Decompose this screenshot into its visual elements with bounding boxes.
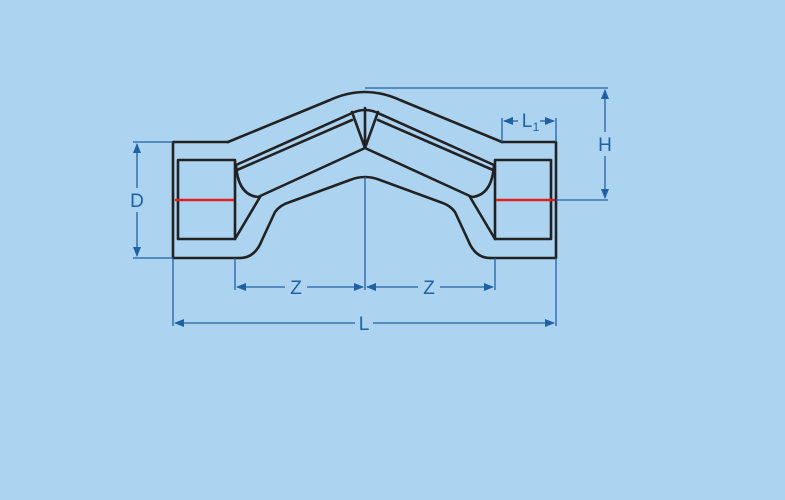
- dimension-labels: D H L 1 Z Z L: [130, 111, 612, 335]
- label-H: H: [598, 135, 612, 156]
- label-D: D: [130, 191, 144, 212]
- fitting-outline: [171, 90, 558, 260]
- apex-wedge: [350, 106, 380, 150]
- dimension-lines: [133, 87, 609, 327]
- label-Z-left: Z: [290, 278, 302, 299]
- socket-transition: [233, 195, 497, 241]
- label-L: L: [359, 314, 370, 335]
- label-L1-subscript: 1: [533, 120, 540, 134]
- outer-top-contour: [226, 90, 504, 144]
- label-Z-right: Z: [423, 278, 435, 299]
- label-L1: L: [522, 111, 533, 132]
